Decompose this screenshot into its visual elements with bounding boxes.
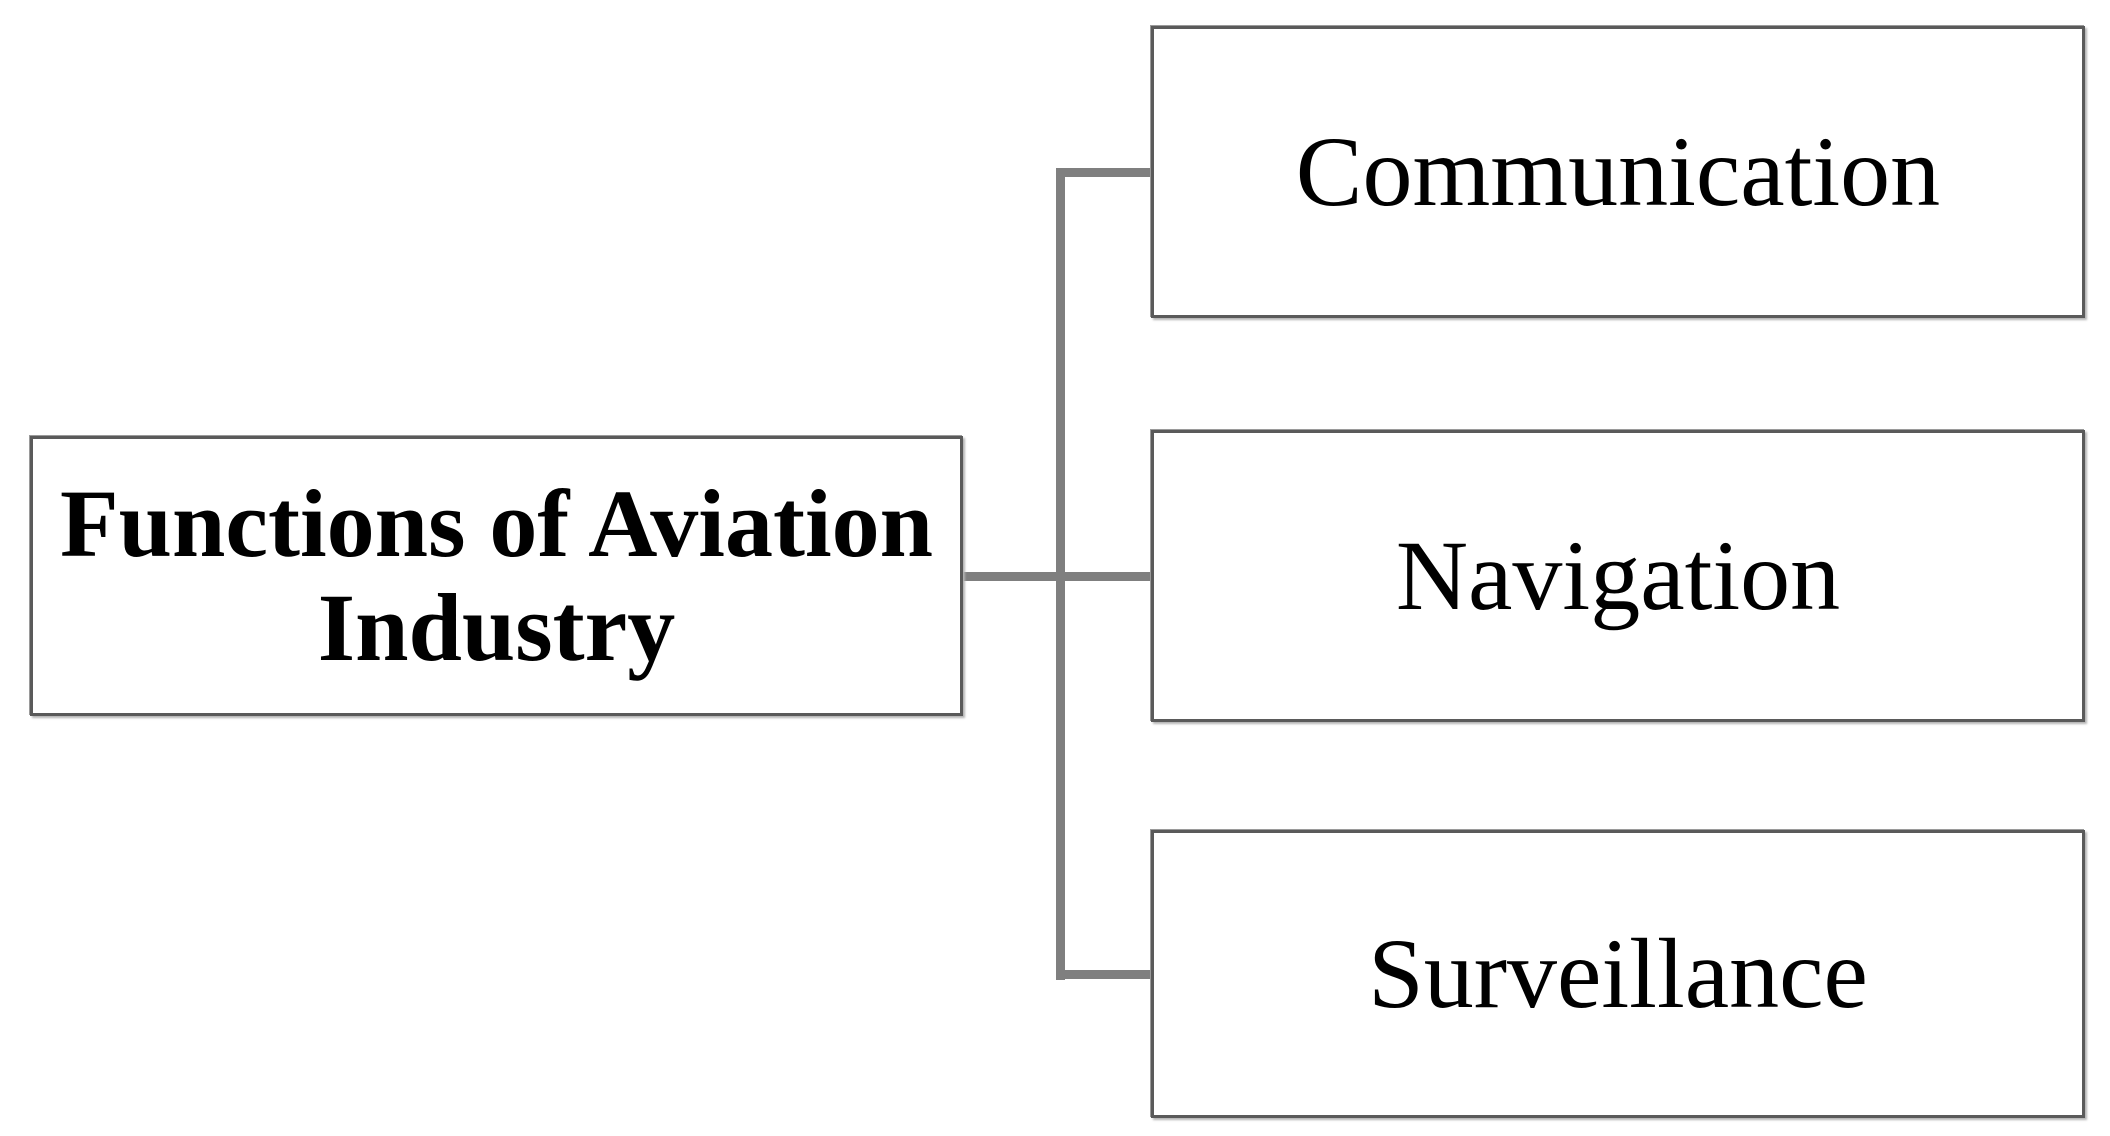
node-navigation: Navigation xyxy=(1151,430,2085,722)
root-node-label: Functions of Aviation Industry xyxy=(60,470,933,681)
node-surveillance: Surveillance xyxy=(1151,830,2085,1118)
child-node-label: Navigation xyxy=(1395,520,1841,631)
node-communication: Communication xyxy=(1151,26,2085,318)
connector-branch-surveillance xyxy=(1056,970,1151,979)
connector-branch-communication xyxy=(1056,168,1151,177)
node-functions-of-aviation-industry: Functions of Aviation Industry xyxy=(30,436,963,716)
connector-branch-navigation xyxy=(963,572,1151,581)
child-node-label: Surveillance xyxy=(1368,918,1868,1029)
child-node-label: Communication xyxy=(1295,116,1941,227)
